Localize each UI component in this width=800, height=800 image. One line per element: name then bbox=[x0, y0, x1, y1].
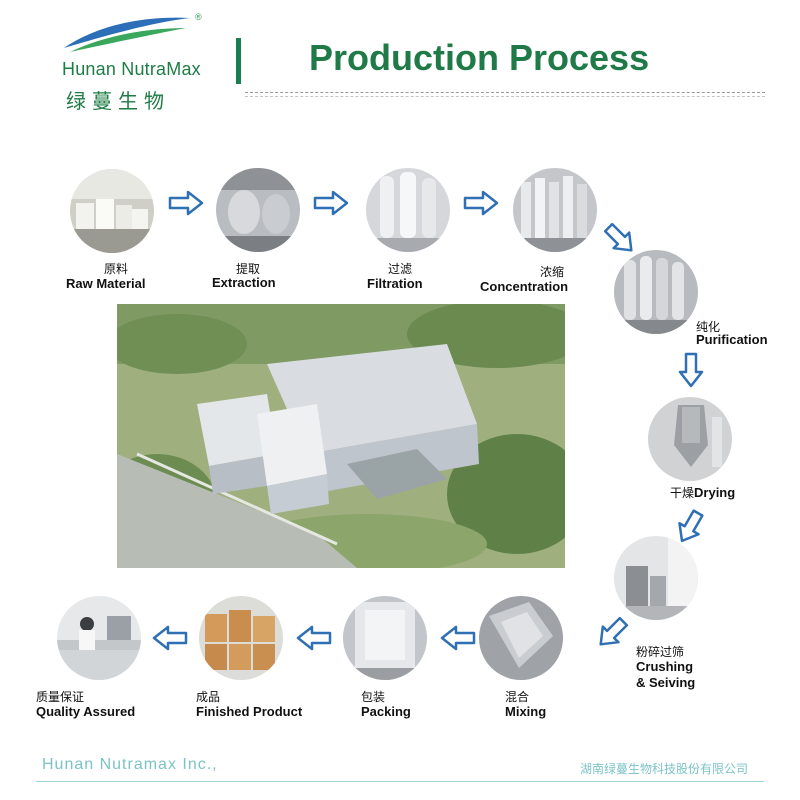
step-photo-concentration bbox=[513, 168, 597, 252]
step-label-en: Drying bbox=[694, 485, 736, 500]
step-label-cn: 浓缩 bbox=[540, 265, 565, 279]
step-label-cn: 过滤 bbox=[388, 262, 413, 276]
step-label-en: Mixing bbox=[505, 704, 547, 719]
step-label-cn: 提取 bbox=[236, 262, 261, 276]
step-photo-quality-assured bbox=[57, 596, 141, 680]
logo-text-cn: 绿蔓生物 bbox=[66, 91, 170, 113]
registered-mark: ® bbox=[195, 12, 202, 22]
arrow-left-icon bbox=[152, 625, 188, 651]
arrow-down-icon bbox=[678, 352, 704, 388]
arrow-left-icon bbox=[440, 625, 476, 651]
step-photo-mixing bbox=[479, 596, 563, 680]
step-photo-purification bbox=[614, 250, 698, 334]
title-divider bbox=[245, 92, 765, 93]
step-label-cn: 粉碎过筛 bbox=[636, 645, 685, 659]
title-accent-bar bbox=[236, 38, 241, 84]
footer-divider bbox=[36, 781, 764, 782]
step-photo-drying bbox=[648, 397, 732, 481]
arrow-left-icon bbox=[296, 625, 332, 651]
step-label-drying: 干燥Drying bbox=[670, 484, 735, 501]
step-label-cn: 包装 bbox=[361, 690, 386, 704]
step-label-en: Crushing bbox=[636, 659, 694, 674]
step-label-en: Packing bbox=[361, 704, 411, 719]
arrow-right-icon bbox=[168, 190, 204, 216]
arrow-right-icon bbox=[463, 190, 499, 216]
arrow-right-icon bbox=[313, 190, 349, 216]
step-photo-extraction bbox=[216, 168, 300, 252]
step-label-en: Filtration bbox=[367, 276, 423, 291]
step-label-cn: 混合 bbox=[505, 690, 530, 704]
arrow-down-right-icon bbox=[603, 222, 633, 252]
arrow-down-left-icon bbox=[599, 616, 629, 646]
step-photo-filtration bbox=[366, 168, 450, 252]
step-label-en-line2: & Seiving bbox=[636, 675, 696, 690]
step-label-cn: 质量保证 bbox=[36, 690, 85, 704]
arrow-down-left-icon bbox=[678, 509, 704, 543]
logo-swoosh-icon bbox=[64, 17, 190, 52]
step-label-en: Extraction bbox=[212, 275, 276, 290]
step-label-cn: 成品 bbox=[196, 690, 221, 704]
footer-company-en: Hunan Nutramax Inc., bbox=[42, 756, 218, 773]
title-divider-secondary bbox=[245, 96, 765, 97]
footer-company-cn: 湖南绿蔓生物科技股份有限公司 bbox=[580, 762, 749, 776]
step-photo-finished-product bbox=[199, 596, 283, 680]
step-label-en: Purification bbox=[696, 332, 768, 347]
step-label-en: Concentration bbox=[480, 279, 569, 294]
step-photo-raw-material bbox=[70, 169, 154, 253]
step-label-en: Finished Product bbox=[196, 704, 303, 719]
step-label-cn: 原料 bbox=[104, 262, 129, 276]
step-photo-packing bbox=[343, 596, 427, 680]
step-photo-crushing bbox=[614, 536, 698, 620]
step-label-cn: 干燥 bbox=[670, 486, 695, 500]
factory-aerial-image bbox=[117, 304, 565, 568]
page-title: Production Process bbox=[309, 37, 650, 78]
step-label-en: Raw Material bbox=[66, 276, 146, 291]
step-label-en: Quality Assured bbox=[36, 704, 136, 719]
logo-text-en: Hunan NutraMax bbox=[62, 59, 201, 79]
step-label-cn: 纯化 bbox=[696, 320, 721, 334]
